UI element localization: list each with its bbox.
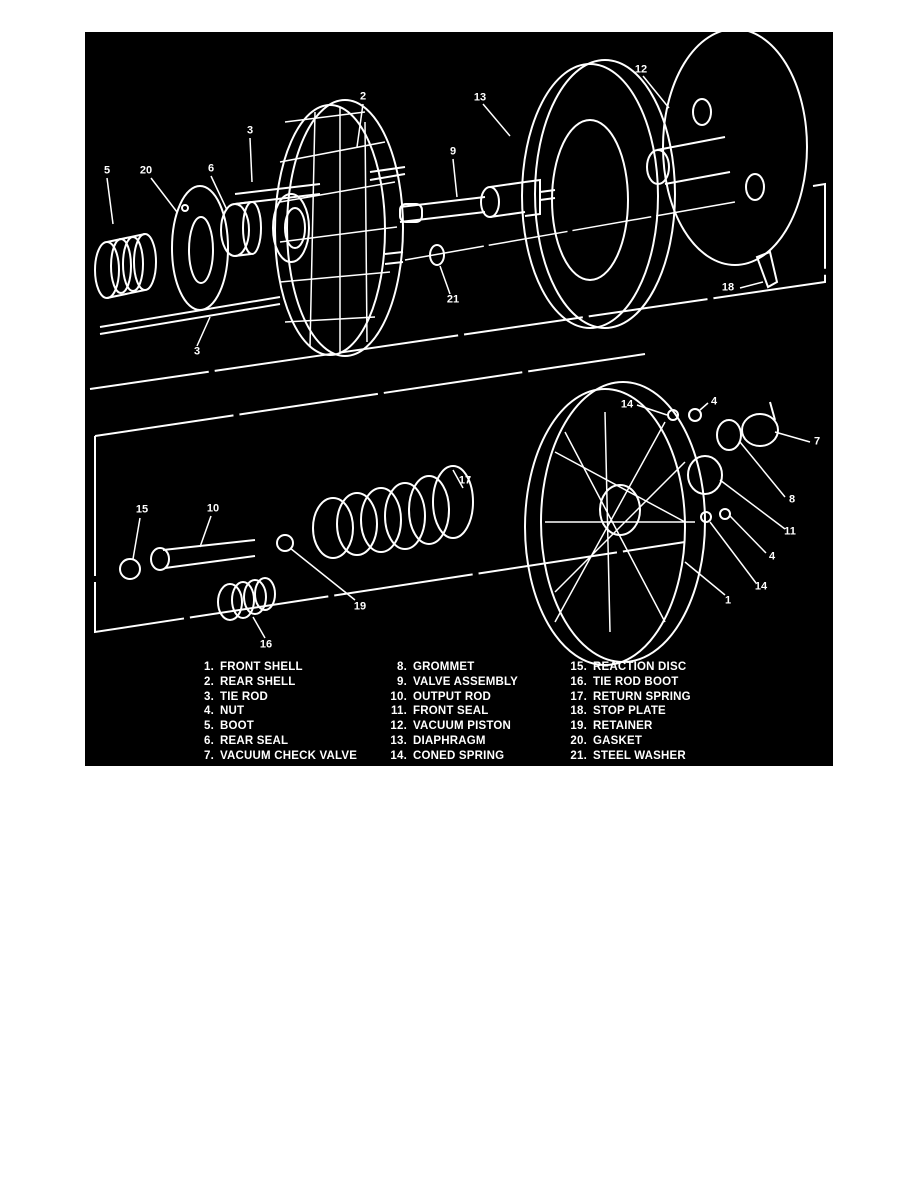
tie-rod-boot-part-16-icon [217, 577, 276, 621]
legend-item: 1.FRONT SHELL [204, 661, 303, 673]
callout-12: 12 [634, 63, 648, 76]
legend-item: 14.CONED SPRING [390, 749, 505, 762]
legend-item: 19.RETAINER [570, 720, 653, 733]
callout-15: 15 [135, 503, 149, 516]
stop-plate-part-18-icon [755, 250, 779, 289]
vacuum-piston-part-12-icon [646, 32, 808, 266]
legend-item: 8.GROMMET [397, 661, 475, 673]
legend-item: 18.STOP PLATE [570, 705, 666, 718]
exploded-diagram: 2 3 5 20 6 9 13 12 21 3 18 14 4 7 8 11 17 15 10 4 14 19 1 16 1.… [85, 32, 833, 766]
callout-3: 3 [193, 345, 201, 358]
legend-column-1: 1.FRONT SHELL 2.REAR SHELL 3.TIE ROD 4.N… [200, 660, 357, 764]
leader-lines [106, 75, 811, 639]
upper-axis-line [404, 201, 736, 261]
diaphragm-part-13-icon [521, 59, 676, 329]
callout-8: 8 [788, 493, 796, 506]
legend-item: 16.TIE ROD BOOT [570, 675, 679, 688]
legend-item: 20.GASKET [570, 734, 643, 747]
callout-6: 6 [207, 162, 215, 175]
legend-column-3: 15.REACTION DISC 16.TIE ROD BOOT 17.RETU… [567, 660, 691, 764]
legend-item: 2.REAR SHELL [204, 675, 296, 688]
callout-20: 20 [139, 164, 153, 177]
callout-18: 18 [721, 281, 735, 294]
callout-21: 21 [446, 293, 460, 306]
callout-13: 13 [473, 91, 487, 104]
callout-17: 17 [458, 474, 472, 487]
rear-shell-part-2-icon [272, 99, 404, 357]
callout-16: 16 [259, 638, 273, 651]
callout-5: 5 [103, 164, 111, 177]
nut-part-4-icon [688, 408, 702, 422]
legend-item: 4.NUT [204, 705, 245, 718]
legend-column-2: 8.GROMMET 9.VALVE ASSEMBLY 10.OUTPUT ROD… [387, 660, 518, 764]
legend-item: 3.TIE ROD [204, 690, 269, 703]
front-shell-part-1-icon [524, 381, 706, 666]
retainer-part-19-icon [276, 534, 294, 552]
coned-spring-part-14b-icon [700, 511, 712, 523]
callout-14: 14 [754, 580, 768, 593]
diagram-artwork [89, 32, 826, 666]
vacuum-check-valve-part-7-icon [741, 401, 779, 447]
callout-10: 10 [206, 502, 220, 515]
gasket-part-20-icon [171, 185, 229, 311]
return-spring-part-17-icon [312, 465, 474, 559]
legend-item: 9.VALVE ASSEMBLY [397, 675, 519, 688]
tie-rod-part-3-icon [99, 166, 406, 335]
callout-9: 9 [449, 145, 457, 158]
valve-assembly-part-9-icon [399, 178, 556, 223]
upper-bracket-line [89, 182, 826, 390]
output-rod-part-10-icon [150, 539, 256, 571]
boot-part-5-icon [94, 233, 157, 299]
grommet-part-8-icon [716, 419, 742, 451]
callout-1: 1 [724, 594, 732, 607]
coned-spring-part-14-icon [667, 409, 679, 421]
lower-frame-top [94, 353, 646, 437]
front-seal-part-11-icon [687, 455, 723, 495]
callout-7: 7 [813, 435, 821, 448]
nut-part-4b-icon [719, 508, 731, 520]
steel-washer-part-21-icon [429, 244, 445, 266]
callout-19: 19 [353, 600, 367, 613]
legend-item: 21.STEEL WASHER [570, 749, 686, 762]
legend-item: 12.VACUUM PISTON [390, 720, 512, 733]
callout-14: 14 [620, 398, 634, 411]
legend-item: 11.FRONT SEAL [391, 705, 489, 718]
callout-2: 2 [359, 90, 367, 103]
callout-11: 11 [784, 525, 796, 538]
callout-4: 4 [710, 395, 718, 408]
callout-3: 3 [246, 124, 254, 137]
reaction-disc-part-15-icon [119, 558, 141, 580]
legend-item: 6.REAR SEAL [204, 734, 289, 747]
legend-item: 5.BOOT [204, 720, 255, 733]
legend-item: 7.VACUUM CHECK VALVE [204, 749, 358, 762]
legend-item: 10.OUTPUT ROD [390, 690, 492, 703]
lower-frame-line [94, 436, 686, 634]
legend-item: 17.RETURN SPRING [570, 690, 691, 703]
legend-item: 13.DIAPHRAGM [390, 734, 486, 747]
callout-4: 4 [768, 550, 776, 563]
legend-item: 15.REACTION DISC [570, 661, 687, 673]
